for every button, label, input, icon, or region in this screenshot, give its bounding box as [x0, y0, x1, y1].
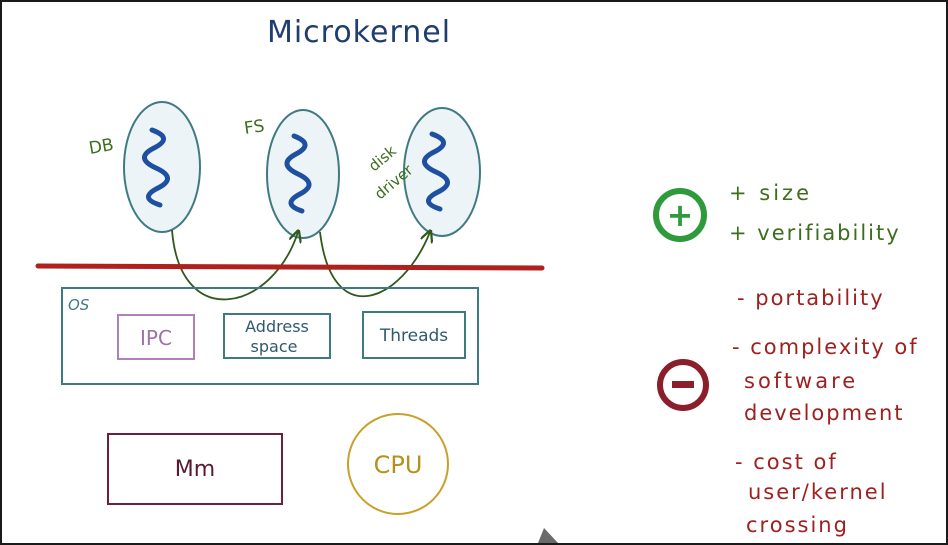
thread-squiggle-icon [142, 127, 170, 208]
con-item-software: software [744, 369, 858, 393]
con-item-cost: - cost of [735, 450, 838, 474]
minus-symbol-icon [672, 381, 694, 388]
pen-tip [538, 528, 558, 543]
ipc-arrow-fs-to-driver [319, 232, 430, 298]
con-item-crossing: crossing [746, 513, 849, 537]
minus-circle-icon [657, 359, 709, 411]
process-fs: FS [243, 109, 340, 239]
pro-item-size: + size [729, 181, 812, 205]
address-space-component: Address space [223, 313, 331, 359]
ipc-arrow-db-to-fs [171, 230, 298, 301]
con-item-development: development [744, 401, 905, 425]
memory-box: Mm [107, 433, 283, 505]
user-kernel-boundary-line [35, 263, 545, 271]
address-space-label-line1: Address [245, 317, 309, 336]
con-item-user-kernel: user/kernel [748, 480, 888, 504]
address-space-label-line2: space [251, 337, 298, 356]
pro-item-verifiability: + verifiability [729, 221, 901, 245]
ipc-component: IPC [117, 314, 195, 360]
os-box: OS [61, 287, 479, 385]
thread-squiggle-icon [422, 131, 450, 212]
thread-squiggle-icon [284, 133, 312, 214]
con-item-complexity: - complexity of [732, 335, 919, 359]
os-label: OS [68, 296, 90, 314]
pros-section: + + size + verifiability [653, 181, 901, 245]
cons-section: - portability - complexity of software d… [657, 286, 919, 537]
plus-circle-icon [653, 188, 707, 242]
con-item-portability: - portability [737, 286, 885, 310]
cpu-circle: CPU [347, 413, 449, 515]
process-disk-driver: disk driver [365, 107, 481, 237]
memory-label: Mm [175, 457, 215, 482]
diagram-title: Microkernel [267, 15, 451, 50]
plus-symbol: + [667, 196, 694, 234]
process-label-db: DB [87, 135, 115, 159]
threads-label: Threads [379, 326, 448, 346]
threads-component: Threads [362, 311, 466, 359]
process-db: DB [87, 101, 201, 233]
ipc-label: IPC [140, 326, 172, 350]
cpu-label: CPU [374, 451, 423, 479]
process-label-fs: FS [243, 116, 266, 139]
